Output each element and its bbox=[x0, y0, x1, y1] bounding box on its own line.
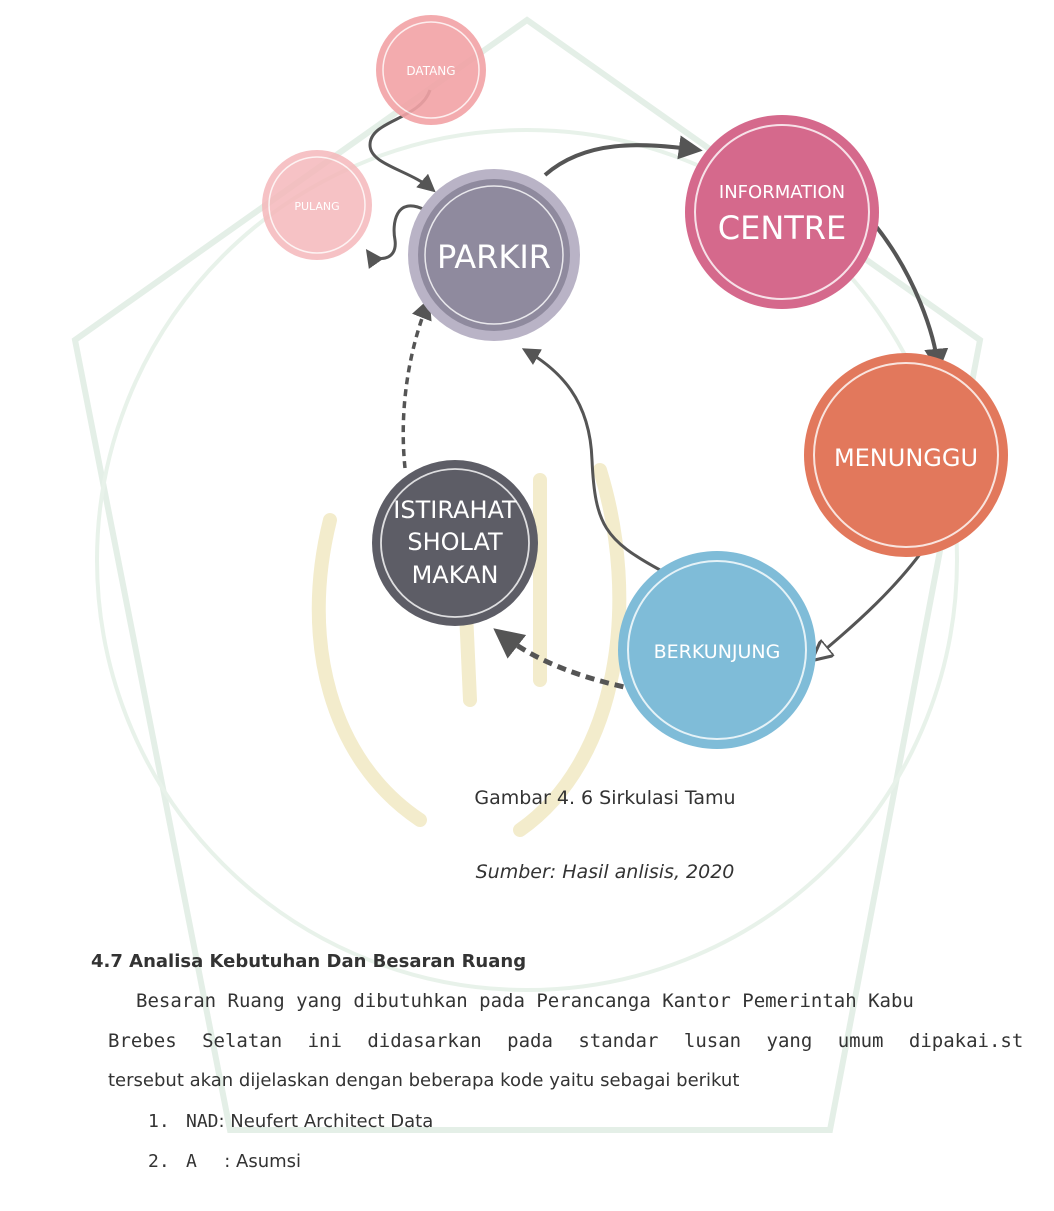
list-item-text: : Asumsi bbox=[218, 1151, 302, 1172]
node-berkunjung: BERKUNJUNG bbox=[618, 551, 816, 749]
arrow-berkunjung-to-istirahat bbox=[493, 628, 639, 693]
figure-source: Sumber: Hasil anlisis, 2020 bbox=[475, 861, 735, 883]
arrow-information-to-menunggu bbox=[873, 223, 949, 373]
node-datang: DATANG bbox=[376, 15, 486, 125]
node-istirahat: ISTIRAHAT SHOLAT MAKAN bbox=[372, 460, 538, 626]
node-istirahat-label-3: MAKAN bbox=[412, 561, 499, 589]
figure-caption: Gambar 4. 6 Sirkulasi Tamu bbox=[474, 787, 736, 809]
arrow-parkir-to-information bbox=[543, 135, 703, 177]
node-berkunjung-label: BERKUNJUNG bbox=[654, 641, 781, 663]
arrow-istirahat-to-parkir bbox=[401, 298, 432, 469]
arrow-menunggu-to-berkunjung bbox=[815, 539, 932, 658]
list-item: 1. NAD: Neufert Architect Data bbox=[148, 1111, 433, 1132]
flow-arrows bbox=[365, 89, 949, 693]
list-item: 2. A : Asumsi bbox=[148, 1151, 301, 1172]
node-istirahat-label-2: SHOLAT bbox=[407, 528, 503, 556]
list-item-code: A bbox=[186, 1151, 219, 1172]
arrow-parkir-to-pulang bbox=[365, 204, 426, 269]
list-item-number: 1. bbox=[148, 1111, 170, 1132]
guest-circulation-diagram: DATANG PULANG PARKIR INFORMATION CENTRE … bbox=[262, 15, 1008, 749]
node-pulang-label: PULANG bbox=[294, 200, 339, 213]
node-menunggu-label: MENUNGGU bbox=[834, 444, 978, 472]
paragraph-line: tersebut akan dijelaskan dengan beberapa… bbox=[108, 1070, 740, 1091]
arrow-berkunjung-to-parkir bbox=[521, 348, 661, 572]
node-menunggu: MENUNGGU bbox=[804, 353, 1008, 557]
node-information-centre: INFORMATION CENTRE bbox=[685, 115, 879, 309]
node-datang-label: DATANG bbox=[406, 64, 455, 78]
list-item-code: NAD bbox=[186, 1111, 219, 1132]
paragraph-line: Brebes Selatan ini didasarkan pada stand… bbox=[108, 1030, 1024, 1052]
section-heading: 4.7 Analisa Kebutuhan Dan Besaran Ruang bbox=[91, 951, 527, 972]
list-item-number: 2. bbox=[148, 1151, 170, 1172]
list-item-text: : Neufert Architect Data bbox=[218, 1111, 434, 1132]
node-information-label-2: CENTRE bbox=[718, 209, 847, 247]
paragraph-line: Besaran Ruang yang dibutuhkan pada Peran… bbox=[136, 990, 914, 1012]
node-parkir: PARKIR bbox=[408, 169, 580, 341]
node-information-label-1: INFORMATION bbox=[719, 182, 845, 203]
node-istirahat-label-1: ISTIRAHAT bbox=[393, 496, 517, 524]
node-parkir-label: PARKIR bbox=[437, 238, 551, 276]
node-pulang: PULANG bbox=[262, 150, 372, 260]
